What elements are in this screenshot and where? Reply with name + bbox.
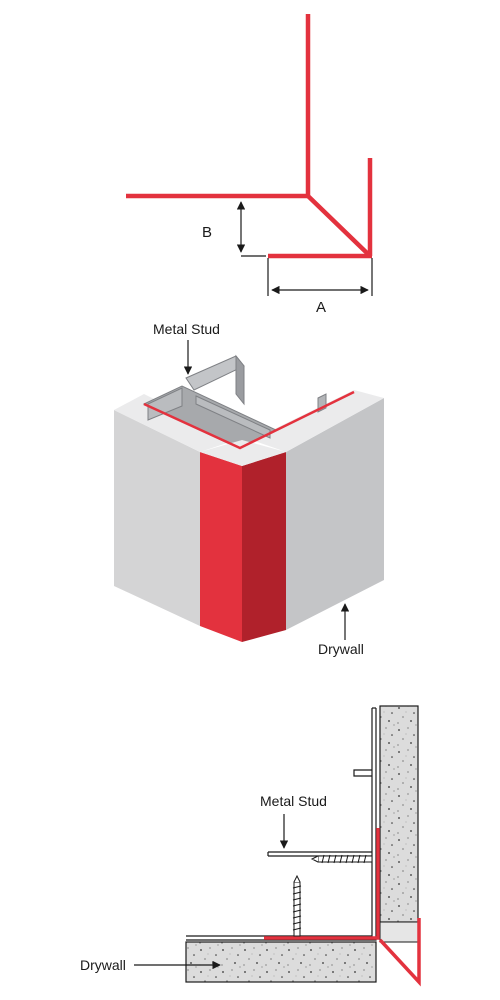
stud-return-lip: [353, 769, 372, 777]
stud-inner-right: [195, 395, 271, 439]
dimension-b: [236, 201, 266, 257]
drywall-right-top: [252, 390, 384, 452]
drywall-corner-block: [379, 921, 419, 943]
stud-flange-back: [185, 355, 245, 391]
dimension-a-label: A: [316, 299, 326, 316]
trim-diagonal-nose: [306, 194, 370, 256]
dimension-a: [267, 258, 373, 296]
drywall-vertical-section: [379, 705, 419, 923]
corner-bead-right-face: [242, 452, 286, 642]
drywall-left-top: [114, 394, 236, 452]
corner-bead-top-edge: [143, 390, 355, 450]
stud-inner-left: [147, 387, 183, 421]
drywall-label-section: Drywall: [80, 957, 126, 973]
trim-profile: [126, 14, 373, 259]
trim-profile-figure: B A: [126, 14, 373, 316]
corner-bead-section: [264, 828, 421, 987]
drywall-right-face: [286, 398, 384, 630]
stud-flange-back-side: [235, 354, 245, 406]
section-view-figure: Metal Stud Drywall: [80, 705, 421, 987]
drywall-left-face: [114, 410, 200, 626]
drywall-horizontal-section: [185, 941, 377, 983]
metal-stud-label-section: Metal Stud: [260, 793, 327, 809]
metal-stud-section: [186, 707, 377, 941]
drywall-label-iso: Drywall: [318, 641, 364, 657]
dimension-b-label: B: [202, 224, 212, 241]
corner-bead-top: [200, 440, 286, 466]
screw-icon: [310, 854, 373, 864]
corner-bead-left-face: [200, 452, 242, 642]
metal-stud-label-iso: Metal Stud: [153, 321, 220, 337]
stud-flange-horizontal: [267, 851, 372, 857]
screw-icon: [292, 874, 302, 937]
isometric-corner-figure: Metal Stud Drywall: [114, 321, 384, 657]
metal-stud: [142, 354, 327, 449]
